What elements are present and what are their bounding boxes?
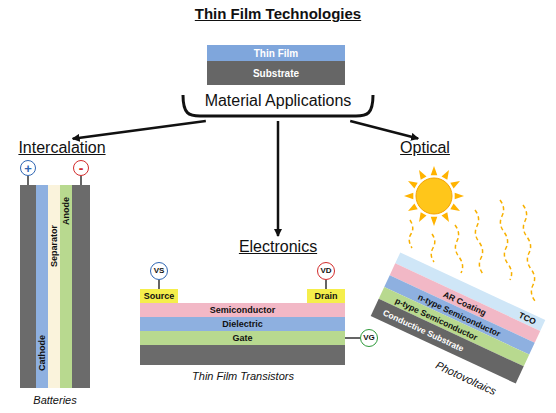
tft-substrate [140,345,345,365]
arrow-connector [73,121,206,139]
node-label: VG [363,334,375,342]
drain-contact: Drain [307,289,345,303]
sun-ray [442,212,450,222]
sun-ray [450,181,460,189]
source-contact: Source [140,289,178,303]
light-ray [409,220,413,248]
sun-ray [442,170,450,180]
arrow-connector [350,121,418,139]
current-collector [20,185,36,388]
current-collector [72,185,90,388]
sun-ray [408,181,418,189]
substrate-layer: Substrate [207,61,345,85]
battery-collectors [20,176,90,388]
light-ray [455,225,463,273]
category-heading: Intercalation [18,139,105,157]
sun-ray [431,217,438,226]
wire [345,337,360,338]
sun-ray [431,166,438,175]
node-label: Intercalation [18,139,105,156]
caption-label: Thin Film Transistors [192,370,294,382]
wire [325,280,326,289]
node-label: Thin Film [254,48,298,59]
node-label: Cathode [38,335,47,371]
node-label: + [24,162,32,175]
terminal-wire [27,176,29,185]
sun-ray [455,193,464,200]
section-heading: Material Applications [183,90,373,121]
caption-label: Batteries [33,394,76,406]
node-label: Drain [314,291,337,301]
node-label: Gate [232,333,252,343]
photovoltaic-stack: TCOAR Coatingn-type Semiconductorp-type … [371,252,546,383]
node-label: Material Applications [205,92,352,109]
sun-disc [416,178,452,214]
dielectric-layer: Dielectric [140,317,345,331]
node-label: VD [320,267,331,275]
category-heading: Optical [400,139,450,157]
separator-layer: Separator [48,185,60,388]
wire [158,280,159,289]
sun-ray [450,204,460,212]
node-label: Separator [50,225,59,267]
sun [404,166,464,226]
node-label: Dielectric [222,319,263,329]
node-label: Optical [400,139,450,156]
light-ray [431,234,435,262]
terminal-symbol: + [20,160,36,176]
node-label: Semiconductor [210,305,276,315]
diagram-title: Thin Film Technologies [0,5,556,22]
film-layer: Thin Film [207,45,345,61]
light-ray [500,200,512,280]
node-label: VS [154,267,165,275]
node-label: - [79,161,84,175]
node-label: Substrate [253,68,299,79]
voltage-terminal: VD [317,262,335,280]
node-label: Electronics [239,238,317,255]
light-ray [475,210,483,274]
terminal-symbol: - [73,160,89,176]
voltage-terminal: VG [360,329,378,347]
semiconductor-layer: Semiconductor [140,303,345,317]
terminal-wire [80,176,82,185]
sun-ray [404,193,413,200]
node-label: Source [144,291,175,301]
cathode-layer: Cathode [36,185,48,388]
sun-ray [419,170,427,180]
category-heading: Electronics [239,238,317,256]
sun-ray [419,212,427,222]
light-ray [523,205,535,301]
sun-ray [408,204,418,212]
gate-layer: Gate [140,331,345,345]
node-label: Anode [62,197,71,225]
anode-layer: Anode [60,185,72,388]
arrow-connector [277,121,280,236]
voltage-terminal: VS [150,262,168,280]
